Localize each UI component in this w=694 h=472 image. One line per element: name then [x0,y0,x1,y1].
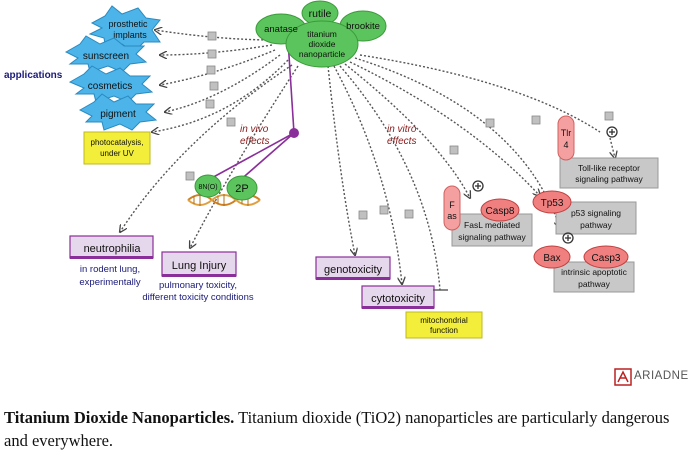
tio2-label-2: dioxide [309,39,336,49]
fas-receptor[interactable]: F as [443,185,461,231]
star-cosmetics[interactable]: cosmetics [68,65,154,103]
genotoxicity-label: genotoxicity [324,264,383,276]
bax-label: Bax [543,253,560,264]
casp8-node[interactable]: Casp8 [480,198,520,222]
edge-mito [339,65,441,291]
edge-photocatalysis [152,59,289,132]
neutrophilia-note-2: experimentally [79,277,140,288]
dna-2p-label: 2P [235,183,248,195]
plus-icon [606,126,618,138]
p53-box-label-1: p53 signaling [571,208,621,218]
tp53-node[interactable]: Tp53 [532,190,572,214]
lung-injury-label: Lung Injury [172,260,227,272]
tlr-box-label-1: Toll-like receptor [578,163,640,173]
tlr4-label-2: 4 [563,140,568,150]
fasl-box-label-2: signaling pathway [458,232,526,242]
in-vitro-label-2: effects [387,136,416,147]
in-vivo-label-2: effects [240,136,269,147]
cosmetics-label: cosmetics [88,81,132,92]
dna-8no-label: 8N(O) [198,184,217,191]
bax-node[interactable]: Bax [533,245,571,269]
tio2-node [285,20,359,68]
figure-caption: Titanium Dioxide Nanoparticles. Titanium… [4,406,692,452]
fas-label-2: as [447,211,457,221]
mito-box[interactable]: mitochondrial function [405,311,483,339]
brookite-label: brookite [346,21,380,32]
tlr-pathway-box[interactable]: Toll-like receptor signaling pathway [559,157,659,189]
photocatalysis-label-2: under UV [100,149,134,158]
tio2-cluster[interactable]: anatase rutile brookite titanium dioxide… [255,0,387,68]
casp3-node[interactable]: Casp3 [583,245,629,269]
mito-label-1: mitochondrial [420,316,468,325]
edge-neutrophilia [120,64,293,232]
fas-label-1: F [449,200,455,210]
pathway-diagram: anatase rutile brookite titanium dioxide… [4,0,659,339]
ariadne-logo-text: ARIADNE [634,370,689,382]
anatase-label: anatase [264,24,298,35]
neutrophilia-box[interactable]: neutrophilia [69,235,154,259]
pigment-label: pigment [100,109,136,120]
neutrophilia-label: neutrophilia [84,243,142,255]
neutrophilia-note-1: in rodent lung, [80,264,140,275]
lung-injury-note-1: pulmonary toxicity, [159,280,237,291]
prosthetic-label-1: prosthetic [108,19,148,29]
edge-lung-injury [190,65,299,248]
ariadne-logo-icon [614,368,632,386]
caption-text: Titanium dioxide (TiO2) nanoparticles ar… [4,408,670,450]
mito-label-2: function [430,326,458,335]
edge-tp53 [349,61,540,196]
plus-icon [472,180,484,192]
dna-8no-node[interactable]: 8N(O) [194,174,222,198]
apoptotic-box-label-1: intrinsic apoptotic [561,267,627,277]
edge-prosthetic [155,30,276,41]
edge-cytotoxicity [333,65,402,284]
in-vivo-node [289,128,299,138]
relation-nodes [185,31,614,220]
plus-icon [562,232,574,244]
edge-sunscreen [160,44,273,55]
tio2-label-1: titanium [307,29,337,39]
p53-box-label-2: pathway [580,220,612,230]
tio2-label-3: nanoparticle [299,49,346,59]
lung-injury-note-2: different toxicity conditions [142,292,253,303]
edge-tlr-box [609,137,615,158]
caption-title: Titanium Dioxide Nanoparticles. [4,408,235,427]
tlr4-label-1: Tlr [561,128,572,138]
star-pigment[interactable]: pigment [78,93,158,131]
rutile-label: rutile [309,8,332,20]
casp8-label: Casp8 [486,206,515,217]
apoptotic-box-label-2: pathway [578,279,610,289]
tp53-label: Tp53 [541,198,564,209]
edge-genotoxicity [327,65,355,255]
edge-cosmetics [160,49,276,85]
fasl-box-label-1: FasL mediated [464,220,520,230]
ariadne-logo: ARIADNE [614,368,694,386]
cytotoxicity-box[interactable]: cytotoxicity [361,285,435,309]
edge-fas [344,63,470,198]
star-sunscreen[interactable]: sunscreen [64,35,148,73]
edge-pigment [165,54,281,112]
cytotoxicity-label: cytotoxicity [371,293,425,305]
in-vivo-connector [207,39,295,183]
edge-tlr [359,54,601,133]
relation-edges [120,30,615,291]
in-vivo-label-1: in vivo [240,124,269,135]
photocatalysis-box[interactable]: photocatalysis, under UV [83,131,151,165]
dna-2p-node[interactable]: 2P [226,175,258,201]
tlr-box-label-2: signaling pathway [575,174,643,184]
sunscreen-label: sunscreen [83,51,129,62]
casp3-label: Casp3 [592,253,621,264]
lung-injury-box[interactable]: Lung Injury [161,251,237,277]
prosthetic-label-2: implants [113,30,147,40]
in-vitro-label-1: in vitro [387,124,417,135]
photocatalysis-label-1: photocatalysis, [91,138,144,147]
applications-label: applications [4,70,63,81]
genotoxicity-box[interactable]: genotoxicity [315,256,391,280]
tlr4-receptor[interactable]: Tlr 4 [557,115,575,161]
